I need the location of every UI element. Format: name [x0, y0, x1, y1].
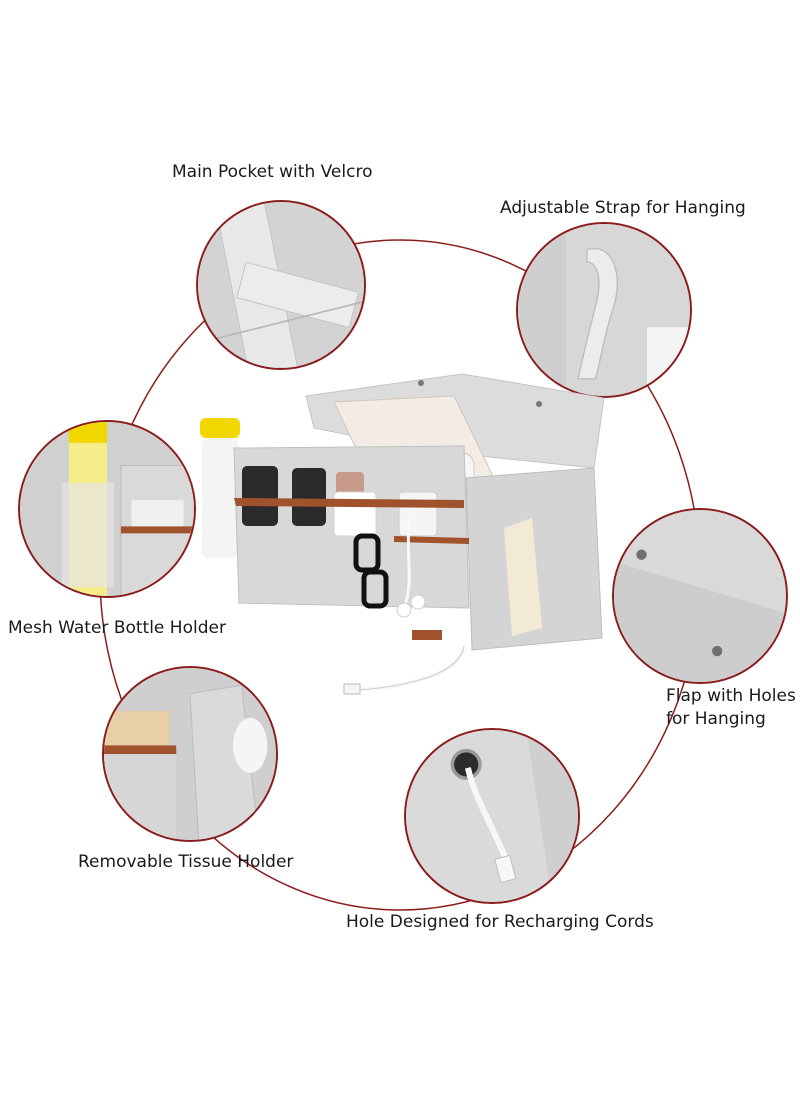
- label-main-pocket: Main Pocket with Velcro: [172, 162, 373, 182]
- detail-flap-with-holes: [612, 508, 788, 684]
- label-removable-tissue-holder: Removable Tissue Holder: [78, 852, 294, 872]
- detail-adjustable-strap: [516, 222, 692, 398]
- label-charging-cord-hole: Hole Designed for Recharging Cords: [346, 912, 654, 932]
- detail-main-pocket-velcro: [196, 200, 366, 370]
- bedside-caddy-product: [200, 373, 605, 695]
- label-flap-holes-line1: Flap with Holes: [666, 686, 796, 706]
- label-flap-holes-line2: for Hanging: [666, 709, 766, 729]
- detail-mesh-bottle-holder: [18, 420, 196, 598]
- detail-charging-cord-hole: [404, 728, 580, 904]
- detail-removable-tissue-holder: [102, 666, 278, 842]
- label-mesh-bottle-holder: Mesh Water Bottle Holder: [8, 618, 226, 638]
- label-adjustable-strap: Adjustable Strap for Hanging: [500, 198, 746, 218]
